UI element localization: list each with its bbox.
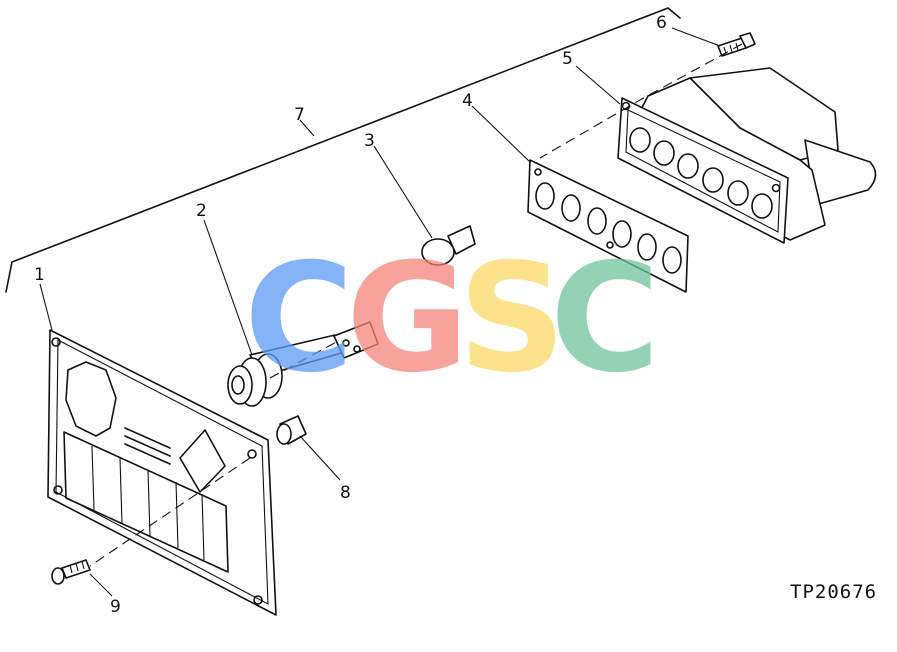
callout-8: 8 (340, 483, 351, 503)
part-8-plug (276, 415, 307, 445)
watermark-letter-4: C (550, 232, 660, 406)
watermark-letter-3: S (458, 232, 566, 406)
watermark-letter-2: G (346, 232, 469, 406)
callout-labels: 1 2 3 4 5 6 7 8 9 (34, 13, 667, 617)
callout-5: 5 (562, 49, 573, 69)
watermark-logo: C G S C (244, 232, 660, 406)
callout-6: 6 (656, 13, 667, 33)
part-6-screw (717, 32, 756, 57)
part-4-gasket (527, 159, 689, 293)
callout-4: 4 (462, 91, 473, 111)
assembly-centerlines (89, 43, 743, 567)
assembly-bracket-7 (5, 7, 681, 293)
watermark-letter-1: C (244, 232, 354, 406)
part-1-panel (47, 329, 277, 616)
callout-3: 3 (364, 131, 375, 151)
part-5-housing (617, 67, 877, 244)
part-3-bulb (421, 225, 476, 266)
callout-2: 2 (196, 201, 207, 221)
housing-holes (621, 101, 781, 219)
leader-lines (39, 27, 721, 597)
figure-id: TP20676 (790, 581, 877, 603)
part-2-socket (227, 321, 379, 407)
callout-1: 1 (34, 265, 45, 285)
callout-9: 9 (110, 597, 121, 617)
part-9-screw (51, 559, 91, 585)
callout-7: 7 (294, 105, 305, 125)
